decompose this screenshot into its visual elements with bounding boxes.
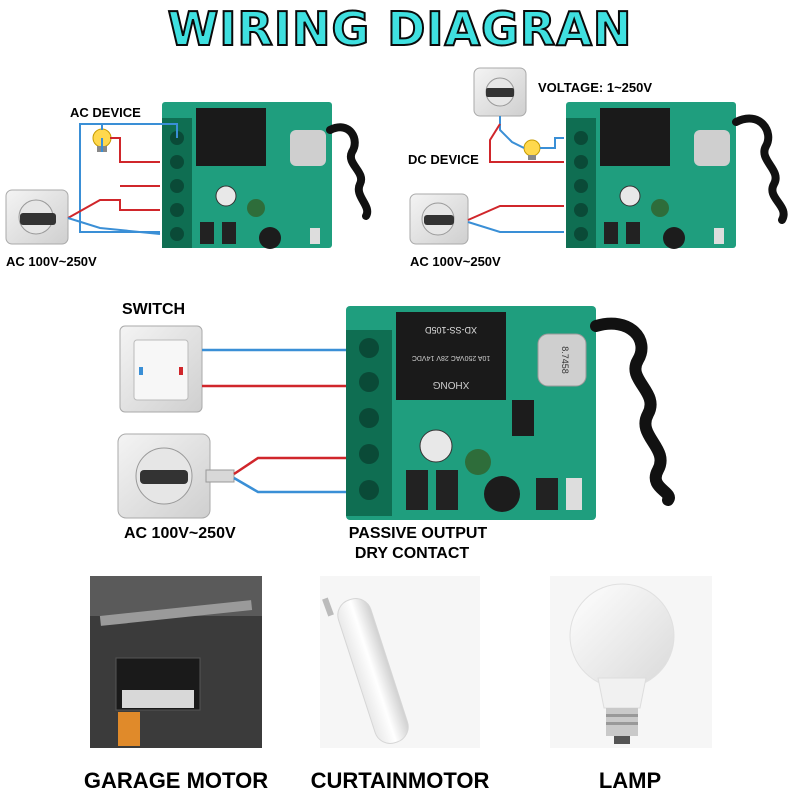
diagram3-relay-board: XD-SS-105D 10A 250VAC 28V 14VDC XHONG 8.…: [346, 306, 596, 520]
diagram3-output-label-line2: DRY CONTACT: [355, 545, 470, 562]
photo-garage-motor: [90, 576, 262, 748]
diagram3-crystal: [537, 333, 587, 387]
diagram1-terminal-block: [162, 118, 192, 248]
diagram1-antenna: [326, 123, 372, 220]
diagram2-device-label: DC DEVICE: [408, 152, 479, 167]
caption-lamp: LAMP: [598, 768, 662, 793]
diagram2-wiring: [467, 116, 564, 233]
diagram2-crystal: [694, 130, 730, 166]
diagram3-relay: [396, 312, 506, 400]
diagram3-relay-rating-text: 10A 250VAC 28V 14VDC: [412, 354, 490, 361]
diagram3-supply-label: AC 100V~250V: [124, 525, 236, 542]
diagram2-voltage-socket-icon: [473, 67, 527, 117]
diagram3-relay-model-text: XD-SS-105D: [424, 325, 477, 335]
photo-lamp: [550, 576, 712, 748]
photo-curtain-motor: [320, 576, 480, 748]
diagram3-switch-wiring: XD-SS-105D 10A 250VAC 28V 14VDC XHONG 8.…: [117, 301, 675, 562]
diagram3-switch-icon: [119, 325, 203, 413]
diagram3-capacitor-2: [465, 449, 491, 475]
diagram3-antenna: [590, 317, 675, 506]
diagram3-wall-socket-icon: [117, 433, 235, 519]
diagram1-supply-label: AC 100V~250V: [6, 254, 97, 269]
diagram1-wiring: [67, 123, 178, 235]
diagram2-terminal-block: [566, 118, 596, 248]
diagram2-antenna: [732, 114, 788, 224]
diagram2-relay-board: [566, 102, 736, 249]
diagram1-crystal: [290, 130, 326, 166]
caption-curtain-motor: CURTAINMOTOR: [310, 768, 490, 793]
diagram1-capacitor: [215, 185, 237, 207]
diagram2-dc-device: VOLTAGE: 1~250V DC DEVICE AC 100V~250V: [408, 67, 788, 269]
diagram2-relay: [600, 108, 670, 166]
diagram3-inductor: [484, 476, 520, 512]
diagram3-relay-brand-text: XHONG: [432, 379, 469, 390]
diagram3-terminal-block: [346, 330, 392, 516]
diagram1-wall-socket-icon: [5, 189, 69, 245]
diagram3-crystal-text: 8.7458: [560, 346, 570, 374]
diagram3-capacitor: [419, 429, 453, 463]
caption-garage-motor: GARAGE MOTOR: [83, 768, 269, 793]
diagram1-ac-device: AC DEVICE AC 100V~250V: [5, 102, 372, 269]
diagram2-voltage-label: VOLTAGE: 1~250V: [538, 80, 652, 95]
diagram1-relay-board: [162, 102, 332, 249]
diagram3-output-label-line1: PASSIVE OUTPUT: [349, 525, 488, 542]
diagram3-wiring: [202, 348, 346, 494]
diagram2-bulb-icon: [523, 139, 541, 160]
diagram1-device-label: AC DEVICE: [70, 105, 141, 120]
diagram1-relay: [196, 108, 266, 166]
diagram1-inductor: [259, 227, 281, 249]
diagram2-wall-socket-icon: [409, 193, 469, 245]
diagram1-capacitor-2: [247, 199, 265, 217]
page-title: WIRING DIAGRAN: [167, 1, 633, 57]
diagram3-switch-label: SWITCH: [122, 301, 185, 318]
diagram2-supply-label: AC 100V~250V: [410, 254, 501, 269]
